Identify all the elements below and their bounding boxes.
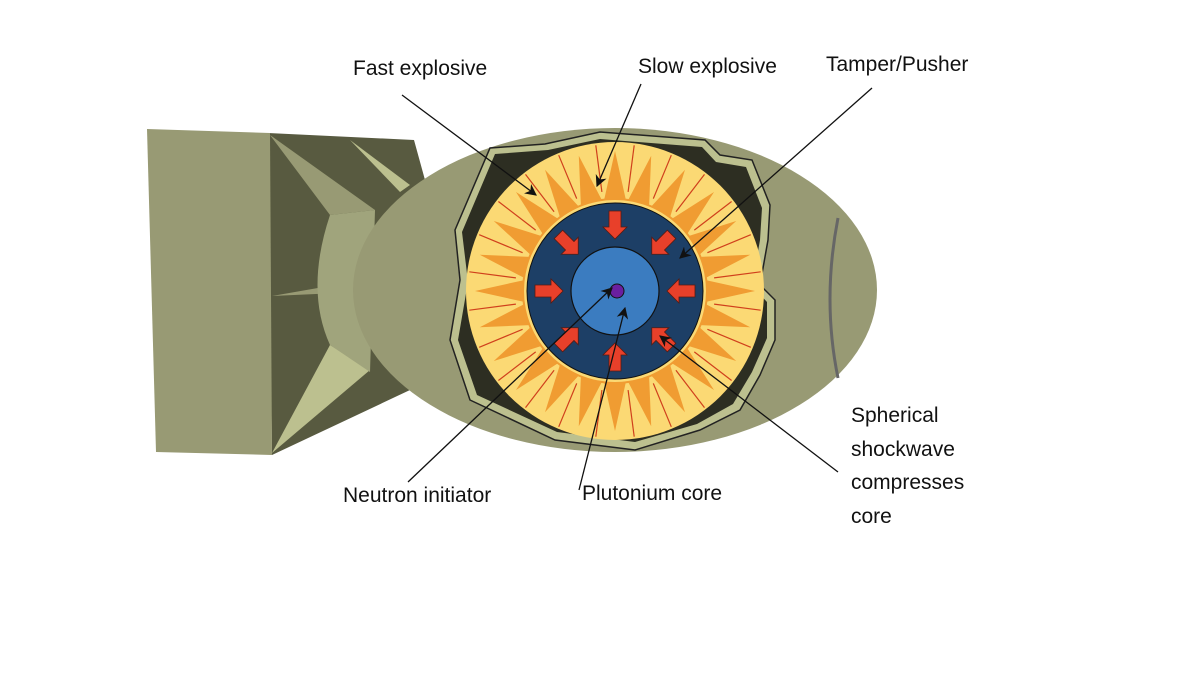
tail-fin-upper-light — [350, 140, 410, 192]
leader-slow-explosive — [595, 83, 642, 188]
slow-explosive-lens — [651, 169, 685, 218]
lens-divider — [707, 234, 752, 254]
neutron-initiator — [609, 283, 625, 299]
lens-divider — [714, 303, 761, 311]
slow-explosive-lens — [578, 155, 602, 206]
label-plutonium-core: Plutonium core — [582, 482, 723, 505]
compression-arrow — [602, 342, 628, 372]
lens-divider — [525, 369, 555, 408]
lens-divider — [627, 145, 635, 192]
slow-explosive-lens — [628, 155, 652, 206]
slow-explosive-lens — [688, 327, 737, 361]
leader-fast-explosive — [401, 94, 537, 196]
lens-divider — [469, 271, 516, 279]
lens-divider — [714, 271, 761, 279]
lens-divider — [693, 351, 732, 381]
compression-arrow — [602, 210, 628, 240]
label-line: compresses — [851, 471, 965, 494]
slow-explosive-lens — [578, 376, 602, 427]
lens-divider — [469, 303, 516, 311]
leader-plutonium-core — [578, 306, 629, 491]
compression-arrow — [553, 327, 579, 353]
tail-cone — [317, 210, 375, 372]
slow-explosive-lens — [545, 169, 579, 218]
label-line: Spherical — [851, 404, 939, 427]
leader-shockwave — [659, 335, 839, 473]
compression-arrows — [534, 210, 696, 372]
slow-explosive-lens — [688, 221, 737, 255]
slow-explosive-lens — [672, 348, 714, 390]
explosive-lenses — [469, 145, 761, 437]
slow-explosive-lens — [516, 348, 558, 390]
slow-explosive-lens — [706, 280, 755, 302]
lens-divider — [707, 328, 752, 348]
label-line: shockwave — [851, 437, 955, 461]
compression-arrow — [666, 278, 696, 304]
slow-explosive-lens — [604, 151, 626, 200]
lens-divider — [652, 383, 672, 428]
lens-divider — [627, 390, 635, 437]
slow-explosive-lens — [493, 327, 542, 361]
lens-divider — [652, 154, 672, 199]
slow-explosive-lens — [493, 221, 542, 255]
nose-seam — [828, 217, 840, 379]
label-slow-explosive: Slow explosive — [638, 55, 777, 78]
tail-fin-upper — [270, 135, 375, 215]
label-neutron-initiator: Neutron initiator — [343, 484, 492, 507]
slow-explosive-lens — [700, 254, 751, 278]
label-fast-explosive: Fast explosive — [353, 57, 488, 80]
slow-explosive-lens — [628, 376, 652, 427]
slow-explosive-lens — [545, 364, 579, 413]
slow-explosive-lens — [516, 192, 558, 234]
label-tamper-pusher: Tamper/Pusher — [826, 53, 969, 76]
tail-box — [147, 129, 272, 455]
slow-explosive-lens — [700, 304, 751, 328]
lens-divider — [498, 201, 537, 231]
slow-explosive-lens — [479, 254, 530, 278]
leader-neutron-initiator — [407, 287, 613, 483]
lens-divider — [675, 369, 705, 408]
slow-explosive-lens — [475, 280, 524, 302]
lens-divider — [558, 154, 578, 199]
leader-tamper — [679, 87, 873, 259]
compression-arrow — [651, 229, 677, 255]
lens-divider — [478, 328, 523, 348]
slow-explosive-lens — [479, 304, 530, 328]
compression-arrow — [534, 278, 564, 304]
slow-explosive-lens — [604, 382, 626, 431]
compression-arrow — [553, 229, 579, 255]
lens-divider — [558, 383, 578, 428]
label-line: core — [851, 504, 892, 528]
lens-divider — [693, 201, 732, 231]
slow-explosive-lens — [651, 364, 685, 413]
lens-divider — [478, 234, 523, 254]
slow-explosive-lens — [672, 192, 714, 234]
tail-fin-lower — [272, 345, 370, 453]
lens-divider — [675, 174, 705, 213]
lens-divider — [498, 351, 537, 381]
lens-divider — [525, 174, 555, 213]
label-spherical-shockwave: Spherical shockwave compresses core — [851, 399, 964, 533]
